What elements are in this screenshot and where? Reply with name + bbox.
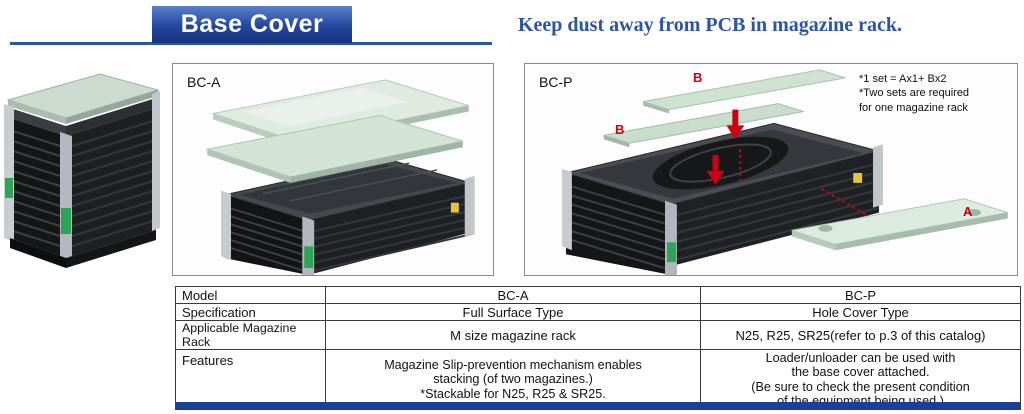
table-row-model: Model BC-A BC-P xyxy=(175,286,1021,304)
specification-bca: Full Surface Type xyxy=(325,303,701,321)
applicable-rack-bcp: N25, R25, SR25(refer to p.3 of this cata… xyxy=(700,320,1021,350)
bca-label: BC-A xyxy=(187,74,221,90)
page-tagline: Keep dust away from PCB in magazine rack… xyxy=(518,14,903,36)
red-arrow-down-1 xyxy=(726,109,745,140)
red-arrow-down-2 xyxy=(706,155,725,185)
page-title-banner: Base Cover xyxy=(152,6,352,43)
green-label xyxy=(304,246,314,269)
bca-illustration xyxy=(205,79,475,275)
model-bcp: BC-P xyxy=(700,286,1021,304)
spec-table: Model BC-A BC-P Specification Full Surfa… xyxy=(175,286,1021,410)
marker-b-left: B xyxy=(615,122,625,137)
page-title: Base Cover xyxy=(180,10,324,38)
marker-a: A xyxy=(963,204,973,219)
applicable-rack-bca: M size magazine rack xyxy=(325,320,701,350)
bcp-note: *1 set = Ax1+ Bx2 *Two sets are required… xyxy=(859,73,970,114)
row-label-model: Model xyxy=(175,286,326,304)
bcp-illustration xyxy=(561,69,1008,275)
bca-panel: BC-A xyxy=(172,63,494,276)
magazine-rack-photo xyxy=(4,73,160,268)
model-bca: BC-A xyxy=(325,286,701,304)
row-label-applicable-rack: Applicable Magazine Rack xyxy=(175,320,326,350)
strip-b-lower xyxy=(603,103,804,144)
table-row-features: Features Magazine Slip-prevention mechan… xyxy=(175,349,1021,410)
table-row-applicable-rack: Applicable Magazine Rack M size magazine… xyxy=(175,320,1021,350)
strip-b-top xyxy=(643,69,846,111)
marker-b-top: B xyxy=(693,70,703,85)
cover-hole xyxy=(652,136,789,190)
warning-label xyxy=(450,202,459,213)
bcp-panel: BC-P *1 set = Ax1+ Bx2 *Two sets are req… xyxy=(524,63,1018,276)
green-label xyxy=(61,208,71,234)
header-underline xyxy=(10,42,492,45)
features-bcp: Loader/unloader can be used with the bas… xyxy=(700,349,1021,410)
bcp-label: BC-P xyxy=(539,74,573,90)
row-label-features: Features xyxy=(175,349,326,410)
bottom-blue-bar xyxy=(175,402,1020,409)
features-bca: Magazine Slip-prevention mechanism enabl… xyxy=(325,349,701,410)
row-label-specification: Specification xyxy=(175,303,326,321)
specification-bcp: Hole Cover Type xyxy=(700,303,1021,321)
table-row-specification: Specification Full Surface Type Hole Cov… xyxy=(175,303,1021,321)
